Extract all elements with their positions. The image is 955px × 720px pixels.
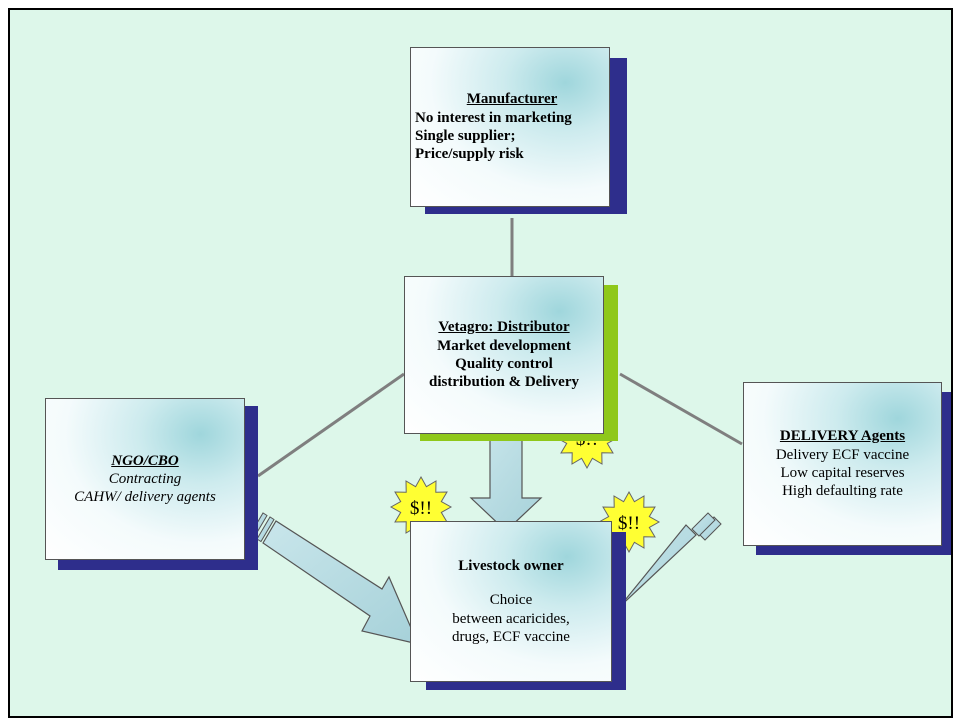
connector-distributor-ngo (257, 372, 405, 478)
arrow-ngo-to-owner (249, 512, 420, 645)
livestock-owner-title: Livestock owner (458, 557, 564, 574)
manufacturer-line: Single supplier; (415, 128, 516, 144)
distributor-title: Vetagro: Distributor (438, 319, 570, 336)
ngo-line: CAHW/ delivery agents (74, 489, 216, 506)
delivery-agents-line: High defaulting rate (782, 483, 903, 500)
distributor-line: Quality control (455, 356, 553, 372)
diagram-connectors: $!! $!! $!! (249, 218, 743, 645)
cost-badge-right: $!! (597, 490, 661, 554)
livestock-owner-line: drugs, ECF vaccine (452, 628, 570, 645)
ngo-line: Contracting (108, 470, 182, 487)
cost-badge-label: $!! (410, 498, 432, 519)
livestock-owner-box: Livestock owner Choice between acaricide… (410, 521, 612, 682)
distributor-box: Vetagro: Distributor Market development … (404, 276, 604, 434)
distributor-line: Market development (437, 337, 571, 354)
ngo-title: NGO/CBO (111, 452, 179, 469)
manufacturer-box: Manufacturer No interest in marketing Si… (410, 47, 610, 207)
cost-badge-label: $!! (618, 513, 640, 534)
delivery-agents-title: DELIVERY Agents (779, 428, 906, 445)
delivery-agents-line: Delivery ECF vaccine (775, 446, 910, 463)
manufacturer-title: Manufacturer (466, 91, 558, 108)
connector-distributor-delivery (619, 372, 743, 446)
manufacturer-line: Price/supply risk (415, 146, 524, 163)
delivery-agents-line: Low capital reserves (780, 465, 905, 481)
delivery-agents-box: DELIVERY Agents Delivery ECF vaccine Low… (743, 382, 942, 546)
distributor-line: distribution & Delivery (429, 374, 579, 391)
ngo-box: NGO/CBO Contracting CAHW/ delivery agent… (45, 398, 245, 560)
manufacturer-line: No interest in marketing (415, 109, 572, 126)
livestock-owner-line: Choice (489, 592, 533, 609)
livestock-owner-line: between acaricides, (452, 610, 570, 627)
diagram-canvas: $!! $!! $!! Manufacturer No interest in … (8, 8, 953, 718)
